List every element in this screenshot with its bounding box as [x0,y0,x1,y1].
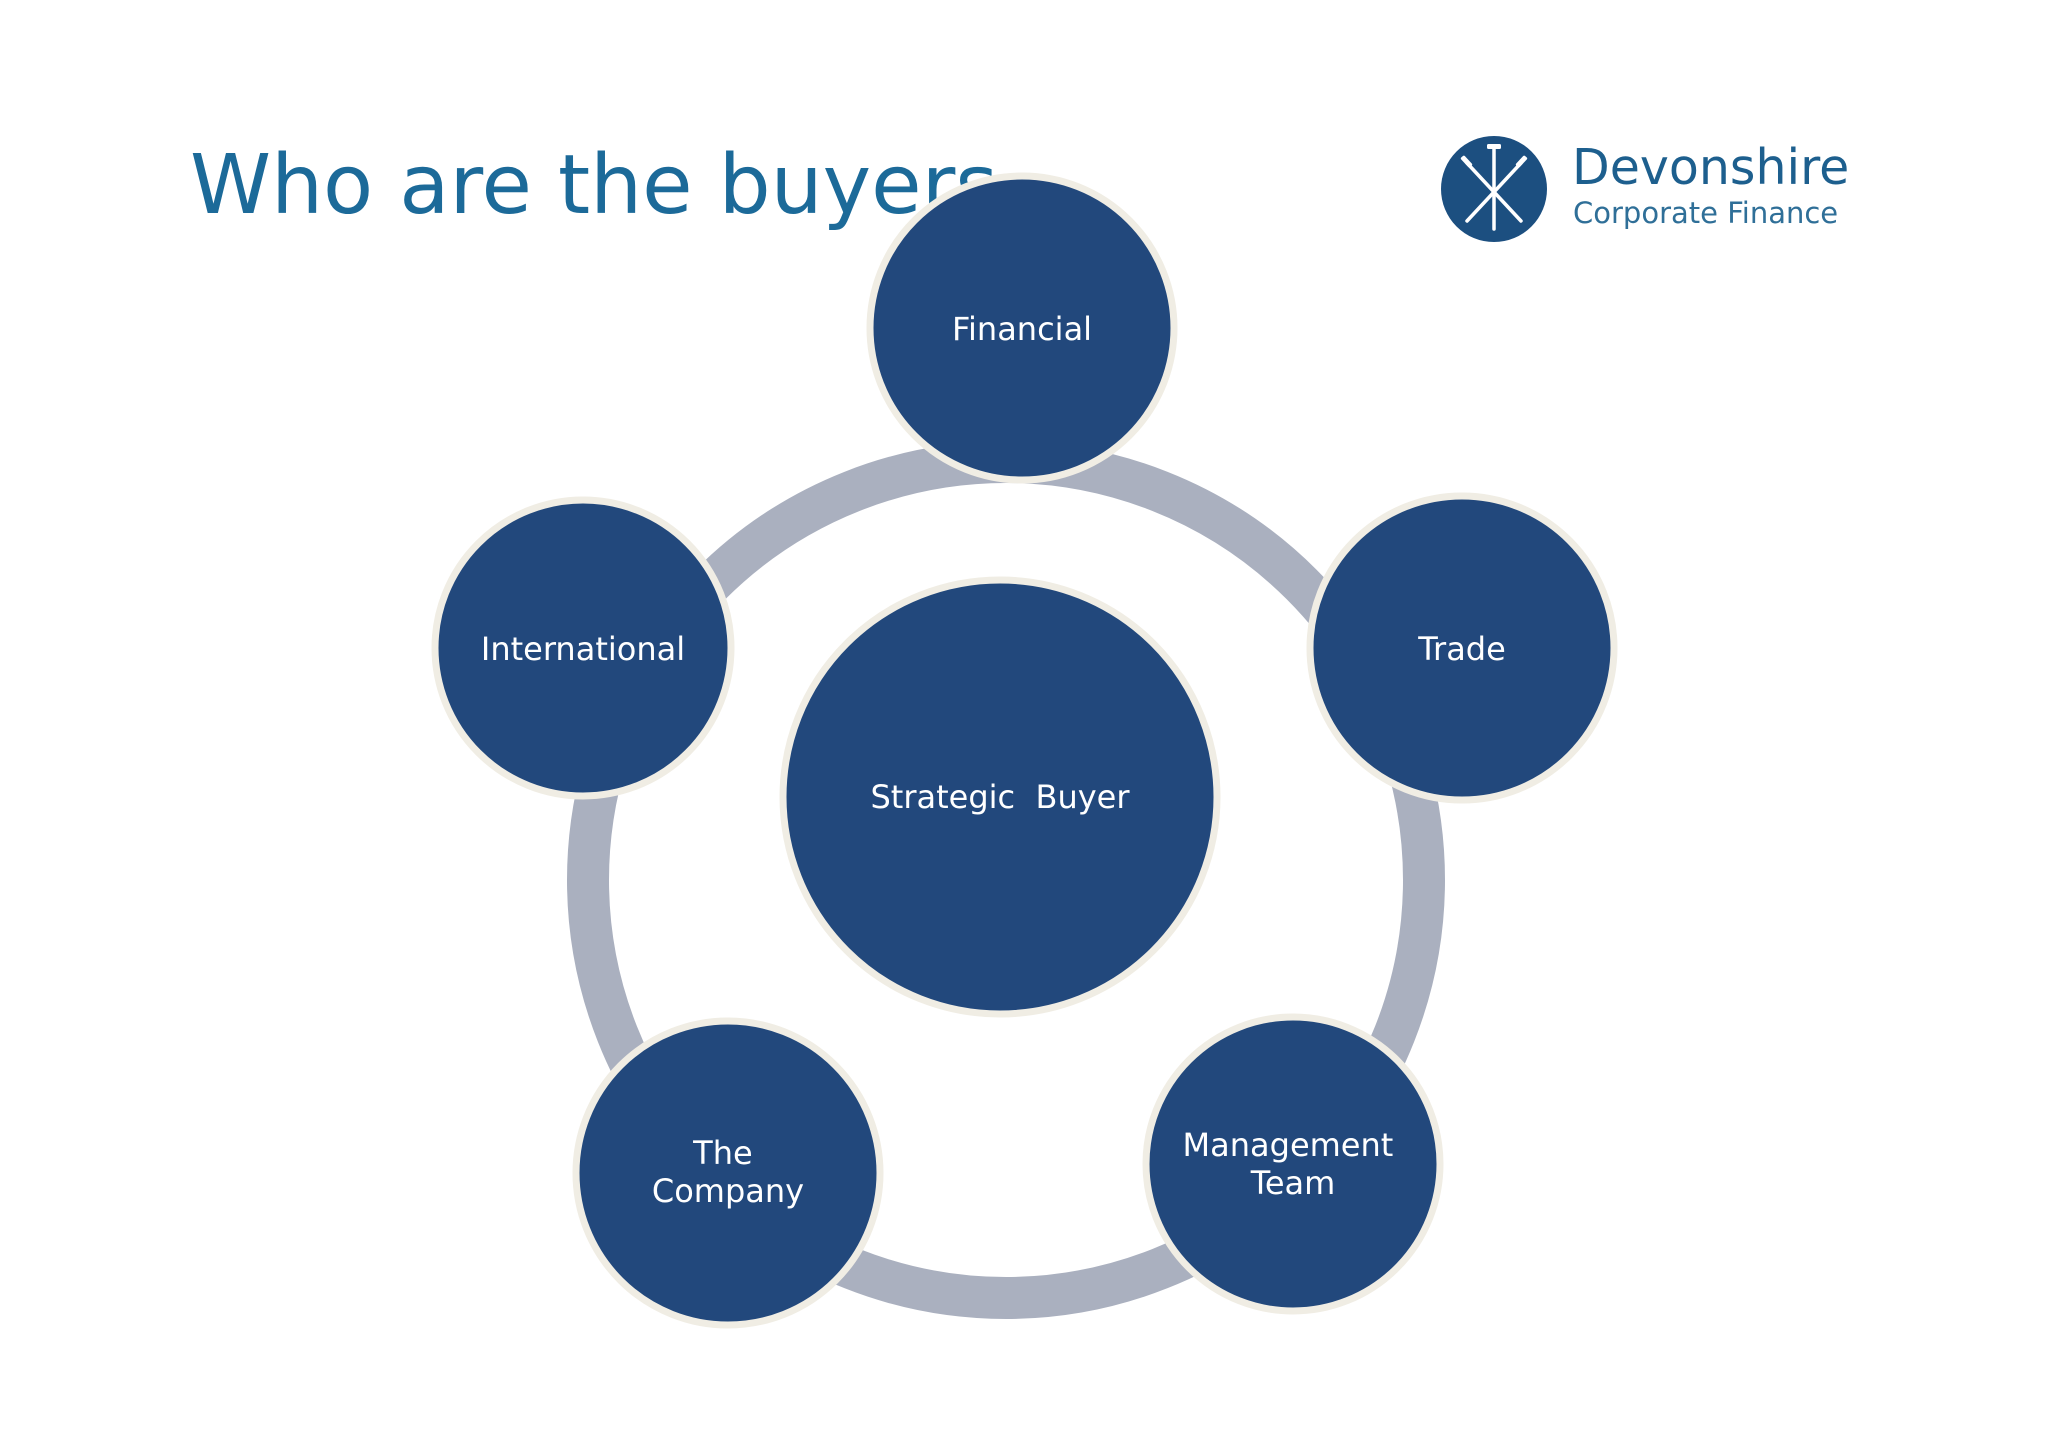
svg-text:Trade: Trade [1417,630,1506,668]
node-trade: Trade [1306,492,1618,804]
node-trade-label: Trade [1417,630,1506,668]
node-the-company-label-line1: The [692,1134,753,1172]
node-financial: Financial [866,172,1178,484]
node-international-label: International [481,630,685,668]
center-node: Strategic Buyer [779,576,1221,1018]
node-management-team: Management Team [1142,1013,1444,1315]
svg-text:Management Team: Management Team [1183,1126,1404,1202]
svg-text:The Company: The Company [652,1134,804,1210]
logo-subtitle: Corporate Finance [1573,196,1839,230]
center-node-label: Strategic Buyer [870,778,1130,816]
node-international: International [431,496,735,800]
node-the-company: The Company [572,1017,884,1329]
node-financial-label: Financial [952,310,1092,348]
node-management-team-label-line1: Management [1183,1126,1394,1164]
node-management-team-label-line2: Team [1250,1164,1336,1202]
svg-text:Financial: Financial [952,310,1092,348]
svg-text:International: International [481,630,685,668]
devonshire-logo: Devonshire Corporate Finance [1437,132,1857,248]
crossed-nails-icon [1441,136,1547,242]
page-title: Who are the buyers [190,138,999,233]
logo-name: Devonshire [1572,139,1850,196]
node-the-company-label-line2: Company [652,1172,804,1210]
